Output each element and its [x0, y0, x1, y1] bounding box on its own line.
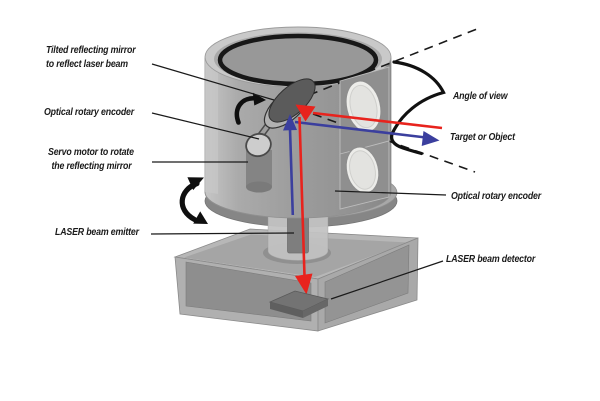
label-tilted-mirror: Tilted reflecting mirror to reflect lase… — [46, 44, 136, 71]
rotation-arrows — [179, 92, 266, 224]
head-rotation-arrowhead-top — [187, 177, 204, 191]
label-servo-motor-line1: Servo motor to rotate — [48, 147, 134, 158]
label-optical-encoder-left: Optical rotary encoder — [44, 106, 134, 120]
servo-motor-bottom — [246, 181, 272, 193]
label-tilted-mirror-line1: Tilted reflecting mirror — [46, 45, 136, 56]
mirror-rotation-arrow — [234, 96, 260, 125]
label-laser-emitter-text: LASER beam emitter — [55, 227, 139, 238]
label-laser-detector-text: LASER beam detector — [446, 254, 536, 265]
beam-return-arrowhead — [295, 104, 316, 122]
head-rotation-arrow — [179, 180, 200, 223]
encoder-window-strip — [339, 66, 390, 210]
label-angle-of-view: Angle of view — [453, 90, 508, 104]
label-target-object: Target or Object — [450, 131, 515, 145]
detector-pad-front — [270, 302, 303, 318]
label-target-object-text: Target or Object — [450, 132, 515, 143]
beam-up-arrowhead — [283, 114, 297, 131]
beam-down-to-detector — [298, 116, 306, 277]
beam-out-arrowhead — [421, 131, 440, 146]
encoder-window-lower-inner — [349, 150, 376, 190]
leader-optical-encoder-right — [334, 190, 447, 196]
label-laser-detector: LASER beam detector — [446, 253, 535, 267]
laser-detector-pad — [268, 290, 330, 318]
lid-seal-ring — [217, 33, 379, 87]
laser-beams — [283, 104, 443, 295]
label-servo-motor-line2: the reflecting mirror — [51, 160, 132, 172]
label-angle-of-view-text: Angle of view — [453, 91, 508, 102]
label-servo-motor: Servo motor to rotate the reflecting mir… — [48, 146, 134, 173]
label-tilted-mirror-line2: to reflect laser beam — [46, 58, 128, 70]
label-optical-encoder-left-text: Optical rotary encoder — [44, 107, 135, 118]
label-laser-emitter: LASER beam emitter — [55, 226, 139, 240]
leader-tilted-mirror — [151, 63, 275, 101]
mirror-rotation-arrowhead — [252, 92, 266, 106]
label-optical-encoder-right: Optical rotary encoder — [451, 190, 541, 204]
mirror-assembly — [245, 78, 316, 193]
leader-optical-encoder-left — [151, 112, 260, 140]
beam-out-to-target — [294, 120, 427, 139]
detector-pad-side — [303, 299, 328, 318]
optical-encoder-disk — [245, 132, 272, 158]
beam-return-from-target — [312, 111, 443, 130]
beam-up-outgoing — [288, 128, 295, 216]
cylinder-shell-edge — [205, 58, 218, 194]
base-right-inner — [324, 244, 410, 324]
leader-laser-detector — [330, 260, 444, 300]
label-optical-encoder-right-text: Optical rotary encoder — [451, 191, 542, 202]
leader-laser-emitter — [150, 232, 295, 235]
leader-lines — [150, 63, 447, 300]
beam-down-arrowhead — [295, 273, 313, 295]
head-rotation-arrowhead-bottom — [193, 211, 208, 224]
